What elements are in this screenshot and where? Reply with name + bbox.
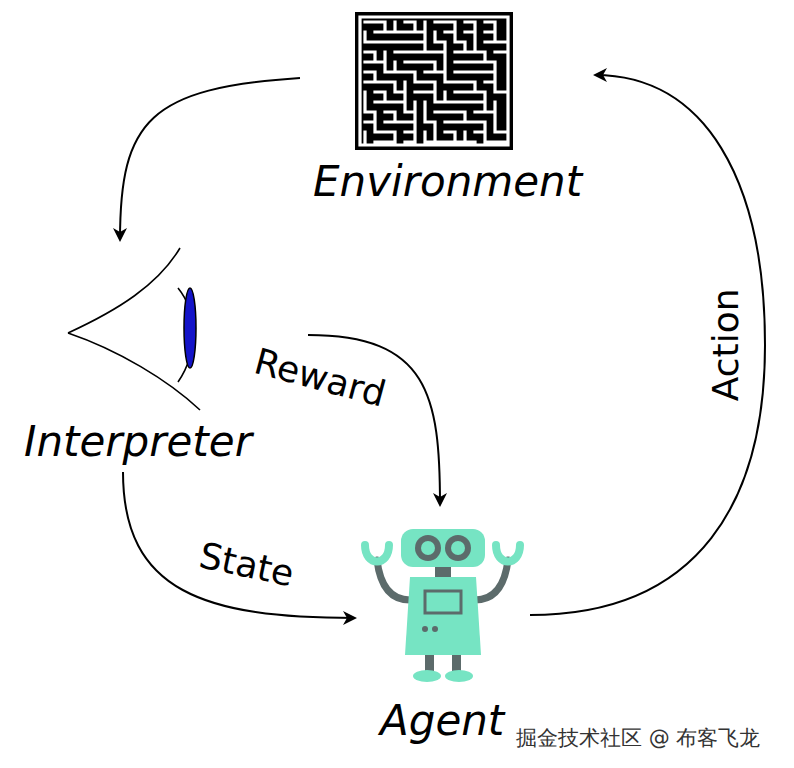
connector-arrow <box>123 472 355 618</box>
robot-icon <box>355 505 530 695</box>
maze-icon <box>355 12 515 152</box>
edge-label: Action <box>706 284 746 405</box>
environment-node: Environment <box>300 8 595 220</box>
eye-icon <box>18 240 218 420</box>
watermark: 掘金技术社区 @ 布客飞龙 <box>516 724 760 752</box>
edge-label: State <box>192 535 301 595</box>
edge-label: Reward <box>246 340 393 415</box>
node-label: Environment <box>313 158 582 206</box>
node-label: Agent <box>380 697 504 745</box>
connector-arrow <box>530 75 765 615</box>
node-label: Interpreter <box>24 418 252 466</box>
maze-walls <box>360 17 508 145</box>
connector-arrow <box>120 78 300 240</box>
agent-node: Agent <box>355 505 530 755</box>
